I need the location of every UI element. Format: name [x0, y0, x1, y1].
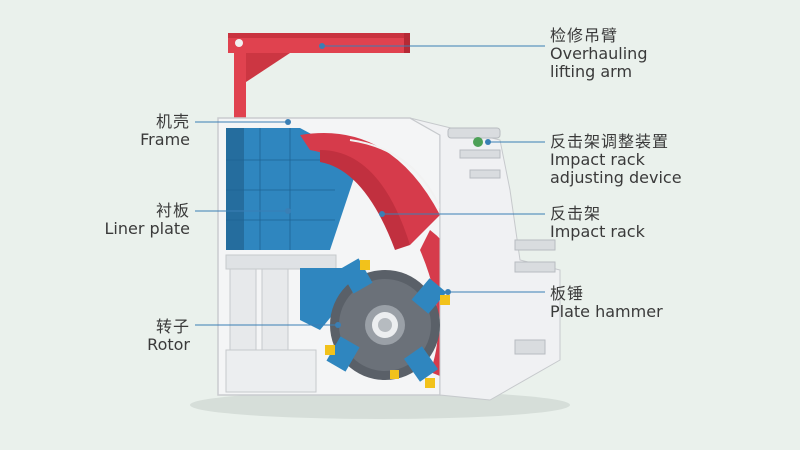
label-rack-adjusting-en1: Impact rack: [550, 149, 645, 169]
leader-lines: [195, 45, 545, 326]
label-impact-rack: 反击架 Impact rack: [550, 205, 645, 241]
label-plate-hammer-en: Plate hammer: [550, 301, 663, 321]
label-liner-plate: 衬板 Liner plate: [104, 202, 190, 238]
rotor: [325, 258, 450, 388]
label-rack-adjusting: 反击架调整装置 Impact rack adjusting device: [550, 133, 682, 187]
plate-hammer-tips: [325, 260, 450, 388]
label-lifting-arm-en2: lifting arm: [550, 61, 633, 81]
label-liner-plate-en: Liner plate: [104, 218, 190, 238]
label-frame: 机壳 Frame: [140, 113, 190, 149]
leader-dots: [285, 43, 491, 328]
label-liner-plate-zh: 衬板: [155, 201, 190, 220]
label-impact-rack-zh: 反击架: [550, 204, 602, 223]
label-frame-en: Frame: [140, 129, 190, 149]
label-plate-hammer-zh: 板锤: [550, 284, 585, 303]
label-impact-rack-en: Impact rack: [550, 221, 645, 241]
label-rack-adjusting-en2: adjusting device: [550, 167, 682, 187]
label-rotor-zh: 转子: [155, 317, 190, 336]
label-lifting-arm-zh: 检修吊臂: [550, 26, 619, 45]
label-rotor-en: Rotor: [147, 334, 190, 354]
label-lifting-arm-en1: Overhauling: [550, 43, 648, 63]
label-lifting-arm: 检修吊臂 Overhauling lifting arm: [550, 27, 647, 81]
label-rotor: 转子 Rotor: [147, 318, 190, 354]
label-frame-zh: 机壳: [155, 112, 190, 131]
rack-adjusting-device: [409, 117, 561, 401]
label-rack-adjusting-zh: 反击架调整装置: [550, 132, 670, 151]
lifting-arm: [228, 33, 410, 120]
label-plate-hammer: 板锤 Plate hammer: [550, 285, 663, 321]
